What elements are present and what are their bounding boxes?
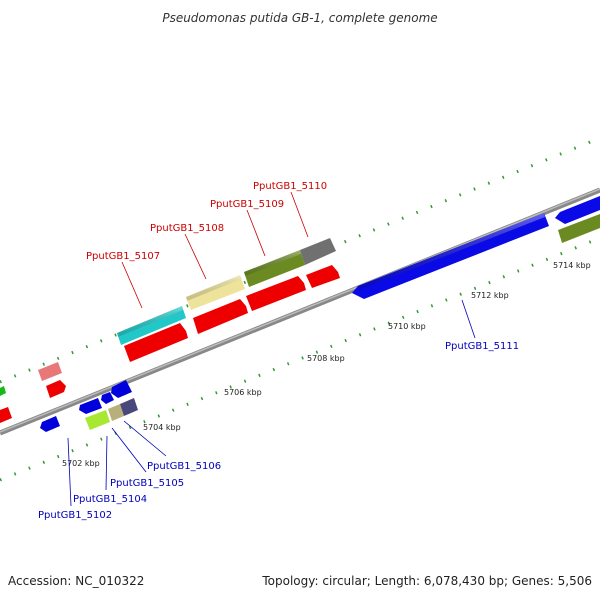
tick-label: 5712 kbp: [471, 291, 509, 300]
gene-feature[interactable]: [0, 407, 12, 423]
tick-label: 5708 kbp: [307, 354, 345, 363]
gene-feature[interactable]: [111, 380, 132, 398]
gene-label[interactable]: PputGB1_5106: [147, 461, 221, 472]
gene-label[interactable]: PputGB1_5110: [253, 181, 327, 192]
gene-feature[interactable]: [124, 323, 188, 362]
tick-label: 5710 kbp: [388, 322, 426, 331]
accession-text: Accession: NC_010322: [8, 574, 144, 588]
gene-feature[interactable]: [85, 410, 110, 430]
kbp-tick-labels: 5702 kbp 5704 kbp 5706 kbp 5708 kbp 5710…: [62, 261, 591, 468]
gene-feature[interactable]: [108, 404, 124, 421]
gene-label[interactable]: PputGB1_5102: [38, 510, 112, 521]
gene-feature[interactable]: [244, 250, 305, 287]
forward-genes: [0, 214, 600, 423]
gene-label[interactable]: PputGB1_5107: [86, 251, 160, 262]
gene-feature[interactable]: [79, 398, 102, 414]
gene-feature[interactable]: [186, 275, 245, 310]
gene-feature[interactable]: [101, 392, 114, 404]
gene-label[interactable]: PputGB1_5104: [73, 494, 147, 505]
gene-label[interactable]: PputGB1_5111: [445, 341, 519, 352]
gene-feature[interactable]: [38, 362, 62, 381]
gene-label[interactable]: PputGB1_5105: [110, 478, 184, 489]
gene-feature[interactable]: [0, 386, 6, 396]
gene-feature[interactable]: [120, 398, 138, 416]
gene-feature[interactable]: [246, 276, 306, 311]
tick-label: 5714 kbp: [553, 261, 591, 270]
reverse-genes: [40, 196, 600, 432]
gene-feature[interactable]: [193, 299, 248, 334]
tick-label: 5706 kbp: [224, 388, 262, 397]
gene-feature[interactable]: [40, 416, 60, 432]
gene-feature[interactable]: [558, 214, 600, 243]
gene-feature[interactable]: [306, 265, 340, 288]
gene-label[interactable]: PputGB1_5108: [150, 223, 224, 234]
gene-feature[interactable]: [300, 238, 336, 265]
gene-labels: PputGB1_5102 PputGB1_5104 PputGB1_5105 P…: [38, 181, 519, 521]
inner-tick-track: [0, 236, 600, 482]
tick-label: 5702 kbp: [62, 459, 100, 468]
gene-label[interactable]: PputGB1_5109: [210, 199, 284, 210]
genome-summary-text: Topology: circular; Length: 6,078,430 bp…: [261, 574, 592, 588]
tick-label: 5704 kbp: [143, 423, 181, 432]
map-title: Pseudomonas putida GB-1, complete genome: [162, 11, 437, 25]
gene-feature[interactable]: [46, 380, 66, 398]
gene-feature[interactable]: [555, 196, 600, 224]
label-leader-lines: [67, 191, 476, 507]
genome-backbone: [0, 187, 600, 436]
